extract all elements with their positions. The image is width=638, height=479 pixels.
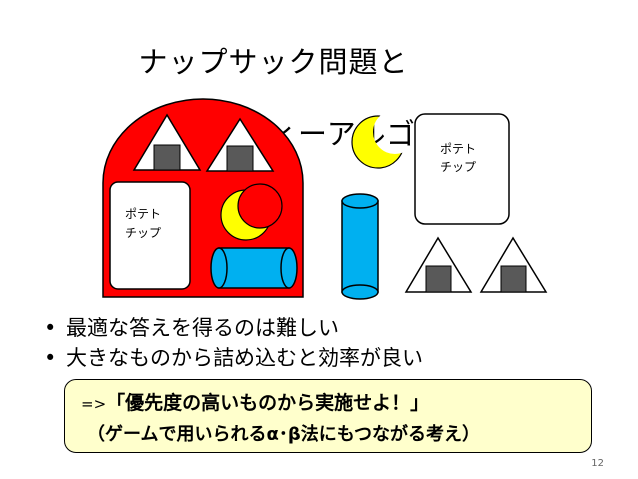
rice-ball-icon	[479, 236, 548, 293]
moon-icon	[351, 115, 405, 169]
chips-box-in-knapsack: ポテト チップ	[109, 181, 191, 290]
callout-line-2: （ゲームで用いられるα･β法にもつながる考え）	[87, 424, 480, 445]
callout-line-1: =>「優先度の高いものから実施せよ！」	[81, 388, 429, 415]
callout-box: =>「優先度の高いものから実施せよ！」 （ゲームで用いられるα･β法にもつながる…	[64, 379, 592, 453]
chips-label-line-1: ポテト	[125, 207, 161, 221]
callout-arrow: =>	[81, 395, 107, 413]
bullet-list: 最適な答えを得るのは難しい 大きなものから詰め込むと効率が良い	[44, 313, 423, 373]
rice-ball-icon	[132, 113, 202, 171]
chips-box-outside: ポテト チップ	[414, 113, 510, 225]
chips-label-line-2: チップ	[440, 160, 476, 174]
chips-label-line-1: ポテト	[440, 142, 476, 156]
bullet-item: 大きなものから詰め込むと効率が良い	[44, 343, 423, 373]
page-number: 12	[591, 458, 604, 469]
cylinder-icon	[341, 193, 379, 300]
moon-icon	[220, 183, 283, 241]
title-line-1: ナップサック問題と	[138, 45, 409, 79]
callout-text-1: 「優先度の高いものから実施せよ！」	[106, 392, 430, 414]
bullet-item: 最適な答えを得るのは難しい	[44, 313, 423, 343]
cylinder-icon	[210, 247, 298, 289]
rice-ball-icon	[205, 117, 275, 172]
rice-ball-icon	[404, 236, 473, 293]
chips-label-line-2: チップ	[125, 226, 161, 240]
